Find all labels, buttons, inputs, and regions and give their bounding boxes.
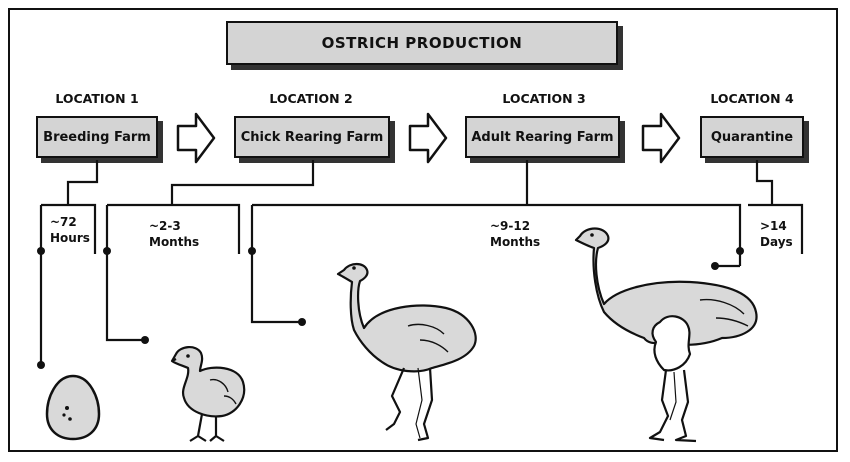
bracket-long-months	[252, 160, 742, 266]
location-2-box: Chick Rearing Farm	[234, 116, 390, 158]
duration-2: ~2-3 Months	[149, 218, 199, 250]
juvenile-ostrich-icon	[336, 262, 477, 442]
connector-dots	[37, 247, 744, 369]
location-3-box: Adult Rearing Farm	[465, 116, 620, 158]
duration-1-value: ~72	[50, 215, 77, 229]
duration-3-unit: Months	[490, 235, 541, 249]
location-2-label: LOCATION 2	[269, 91, 353, 106]
duration-3: ~9-12 Months	[490, 218, 540, 250]
location-4-label: LOCATION 4	[710, 91, 794, 106]
diagram-title: OSTRICH PRODUCTION	[226, 21, 618, 65]
duration-4-value: >14	[760, 219, 787, 233]
location-3-label: LOCATION 3	[502, 91, 586, 106]
duration-2-value: ~2-3	[149, 219, 181, 233]
right-arrow-icon	[408, 112, 448, 164]
bracket-months	[107, 160, 315, 254]
adult-ostrich-icon	[574, 227, 758, 443]
location-4-box: Quarantine	[700, 116, 804, 158]
diagram-frame	[8, 8, 838, 452]
duration-4-unit: Days	[760, 235, 793, 249]
location-1-label: LOCATION 1	[55, 91, 139, 106]
right-arrow-icon	[641, 112, 681, 164]
leader-chick	[105, 205, 145, 342]
chick-icon	[170, 346, 246, 442]
duration-1-unit: Hours	[50, 231, 90, 245]
bracket-days	[748, 160, 804, 254]
bracket-hours	[41, 160, 99, 254]
location-1-box: Breeding Farm	[36, 116, 158, 158]
egg-icon	[45, 374, 101, 441]
duration-2-unit: Months	[149, 235, 200, 249]
duration-1: ~72 Hours	[50, 214, 90, 246]
leader-juvenile	[250, 205, 302, 324]
duration-3-value: ~9-12	[490, 219, 531, 233]
right-arrow-icon	[176, 112, 216, 164]
duration-4: >14 Days	[760, 218, 793, 250]
